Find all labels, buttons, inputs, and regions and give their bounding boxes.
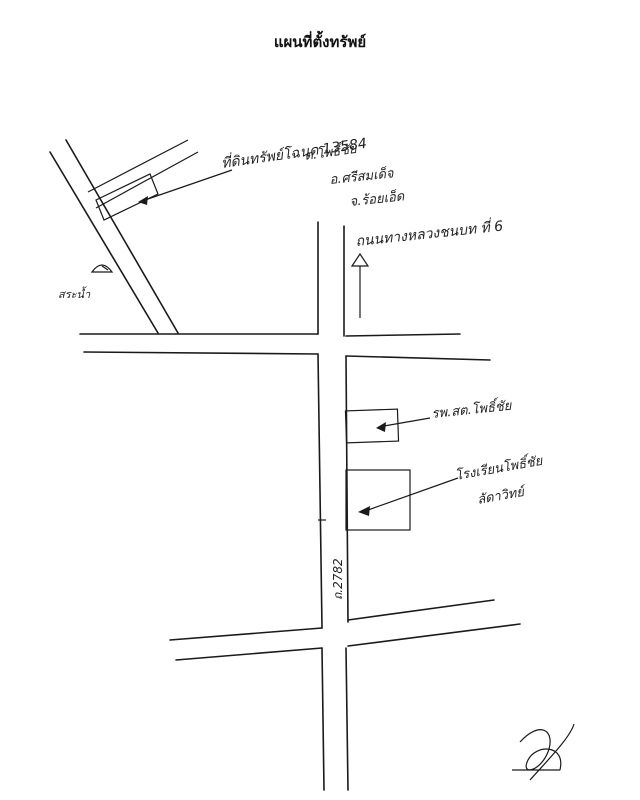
property-label-line3: อ.ศรีสมเด็จ: [329, 164, 396, 188]
school-label-line1: โรงเรียนโพธิ์ชัย: [454, 451, 545, 484]
property-parcel: [95, 173, 159, 221]
school-leader-line: [367, 477, 459, 511]
vertical-road-south-right: [345, 647, 349, 791]
highway-label: ถนนทางหลวงชนบท ที่ 6: [354, 216, 504, 250]
school-box: [345, 469, 411, 531]
north-arrow-icon: [350, 252, 370, 267]
road-code-label: ถ.2782: [331, 558, 345, 600]
vertical-road-right-edge: [345, 355, 349, 623]
school-marker-icon: [358, 506, 370, 516]
property-label-line4: จ.ร้อยเอ็ด: [349, 187, 406, 210]
diagonal-road-left-edge: [49, 151, 159, 334]
bottom-road-top-left: [169, 627, 323, 641]
pond-mark: [101, 265, 109, 271]
signature-icon: [512, 723, 575, 781]
side-lane-top: [87, 139, 189, 193]
horizontal-road-top-right: [345, 333, 461, 337]
pond-label: สระน้ำ: [58, 286, 91, 301]
school-label-line2: ลัดาวิทย์: [476, 483, 528, 507]
bottom-road-top-right: [347, 599, 495, 621]
page-title: แผนที่ตั้งทรัพย์: [273, 33, 367, 51]
horizontal-road-bottom-right: [345, 355, 491, 361]
hospital-label: รพ.สต.โพธิ์ชัย: [431, 396, 514, 422]
hospital-leader-line: [383, 417, 431, 427]
property-marker-icon: [138, 196, 148, 205]
side-lane-bottom: [95, 151, 199, 209]
pond-icon: [90, 264, 114, 273]
property-leader-line: [144, 169, 233, 201]
hospital-box: [344, 408, 400, 444]
bottom-road-bottom-left: [175, 647, 323, 661]
diagonal-road-right-edge: [65, 139, 179, 334]
vertical-road-left-edge: [317, 353, 323, 629]
bottom-road-bottom-right: [347, 623, 521, 647]
horizontal-road-bottom-left: [83, 351, 319, 355]
hospital-marker-icon: [376, 422, 386, 432]
vertical-road-south-left: [321, 647, 325, 791]
